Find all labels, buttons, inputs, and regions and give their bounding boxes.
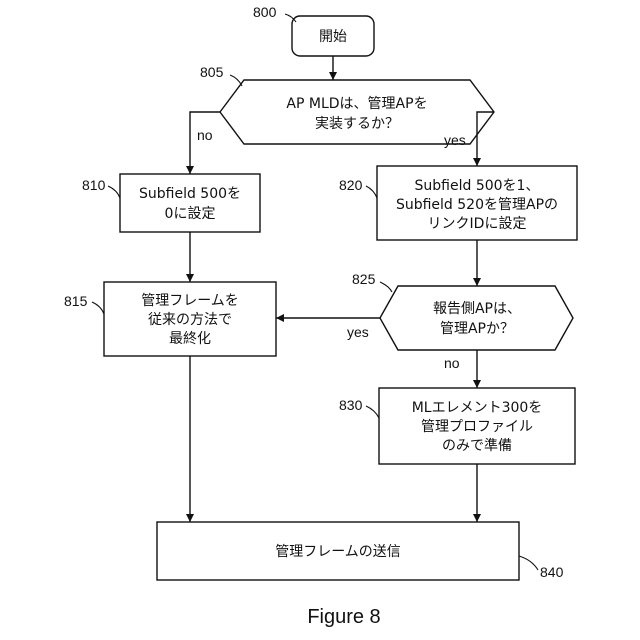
start-node-label: 開始 [319,29,347,45]
decision-805-line-2: 実装するか？ [315,116,399,132]
edge-label-825-yes: yes [347,324,369,340]
leader-825 [380,282,392,292]
edge-label-825-no: no [444,355,460,371]
process-820-line-3: リンクIDに設定 [428,216,527,232]
process-810: Subfield 500を 0に設定 [120,174,260,232]
decision-825: 報告側APは、 管理APか？ [380,286,573,350]
figure-caption: Figure 8 [307,606,380,628]
leader-840 [519,556,538,570]
process-815-line-3: 最終化 [169,331,211,347]
edge-label-805-yes: yes [444,132,466,148]
decision-825-line-2: 管理APか？ [440,321,514,337]
decision-825-shape [380,286,573,350]
process-810-shape [120,174,260,232]
process-830: MLエレメント300を 管理プロファイル のみで準備 [379,388,575,464]
process-820-line-2: Subfield 520を管理APの [396,197,558,213]
process-810-line-1: Subfield 500を [139,186,241,202]
ref-815: 815 [64,293,88,309]
decision-805-line-1: AP MLDは、管理APを [286,96,427,112]
leader-830 [366,406,379,418]
process-830-line-3: のみで準備 [442,438,512,454]
process-840: 管理フレームの送信 [157,522,519,580]
leader-810 [108,186,120,198]
process-830-line-2: 管理プロファイル [421,419,533,435]
edge-label-805-no: no [197,127,213,143]
process-820: Subfield 500を1、 Subfield 520を管理APの リンクID… [377,166,577,240]
ref-820: 820 [339,177,363,193]
leader-820 [366,186,377,198]
process-830-line-1: MLエレメント300を [412,400,543,416]
decision-825-line-1: 報告側APは、 [433,301,521,317]
ref-805: 805 [200,64,224,80]
process-810-line-2: 0に設定 [165,206,216,222]
edge-805-no [190,112,220,174]
start-node: 開始 [292,16,374,56]
ref-810: 810 [82,177,106,193]
process-815: 管理フレームを 従来の方法で 最終化 [104,282,276,356]
process-815-line-1: 管理フレームを [141,293,239,309]
process-840-line-1: 管理フレームの送信 [275,544,401,560]
leader-815 [92,302,104,314]
ref-840: 840 [540,564,564,580]
process-815-line-2: 従来の方法で [148,312,232,328]
ref-800: 800 [253,4,277,20]
ref-830: 830 [339,397,363,413]
process-820-line-1: Subfield 500を1、 [415,178,540,194]
ref-825: 825 [352,271,376,287]
